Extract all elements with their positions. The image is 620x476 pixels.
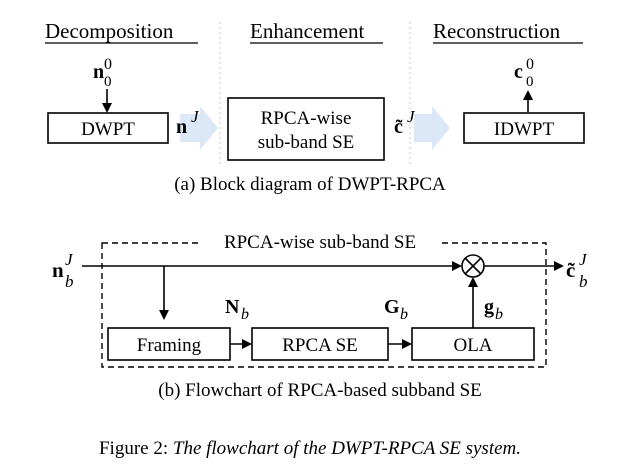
input-nbJ-sub: b [65, 272, 74, 291]
idwpt-label: IDWPT [494, 119, 555, 140]
ola-block [411, 327, 535, 361]
nJ-label: n [176, 116, 187, 138]
rpca-wise-block [227, 97, 385, 161]
gb-sub: b [495, 306, 503, 323]
Gb-label: G [384, 296, 400, 318]
gb-label: g [484, 296, 494, 318]
figure-caption-text: The flowchart of the DWPT-RPCA SE system… [173, 438, 521, 459]
figure-caption: Figure 2: The flowchart of the DWPT-RPCA… [99, 438, 521, 459]
flowchart-b: RPCA-wise sub-band SE n J b c̃ J b Frami… [52, 229, 588, 401]
output-cbJ-label: c̃ [566, 258, 575, 282]
dashed-box-label: RPCA-wise sub-band SE [224, 232, 416, 253]
output-c00-label: c [514, 61, 523, 83]
cJ-sup: J [407, 107, 416, 126]
idwpt-block [463, 112, 585, 144]
Nb-label: N [225, 296, 240, 318]
rpca-se-label: RPCA SE [282, 335, 358, 356]
rpca-wise-label-line2: sub-band SE [258, 132, 355, 153]
multiply-cross-2 [464, 257, 482, 275]
input-n00-sup: 0 [104, 56, 112, 73]
output-cbJ-sub: b [579, 272, 588, 291]
input-nbJ-sup: J [65, 250, 74, 269]
framing-block [107, 327, 231, 361]
header-reconstruction: Reconstruction [433, 19, 561, 43]
block-diagram-a: Decomposition Enhancement Reconstruction… [45, 19, 585, 195]
big-arrow-1 [180, 106, 218, 150]
Nb-sub: b [241, 306, 249, 323]
framing-label: Framing [137, 335, 202, 356]
cJ-label: c̃ [394, 116, 403, 138]
big-arrow-2 [414, 106, 450, 150]
input-n00-label: n [93, 61, 104, 83]
nJ-sup: J [191, 107, 200, 126]
rpca-wise-label-line1: RPCA-wise [261, 108, 352, 129]
caption-a: (a) Block diagram of DWPT-RPCA [174, 174, 446, 195]
dwpt-block [47, 112, 169, 144]
dwpt-label: DWPT [81, 119, 135, 140]
caption-b: (b) Flowchart of RPCA-based subband SE [158, 380, 482, 401]
output-c00-sub: 0 [526, 74, 534, 90]
figure-caption-prefix: Figure 2: [99, 438, 173, 459]
input-nbJ-label: n [52, 258, 64, 282]
output-cbJ-sup: J [579, 250, 588, 269]
header-decomposition: Decomposition [45, 19, 174, 43]
ola-label: OLA [453, 335, 492, 356]
dashed-box-label-bg [200, 229, 440, 253]
Gb-sub: b [400, 306, 408, 323]
input-n00-sub: 0 [104, 74, 112, 90]
output-c00-sup: 0 [526, 56, 534, 73]
header-enhancement: Enhancement [250, 19, 364, 43]
